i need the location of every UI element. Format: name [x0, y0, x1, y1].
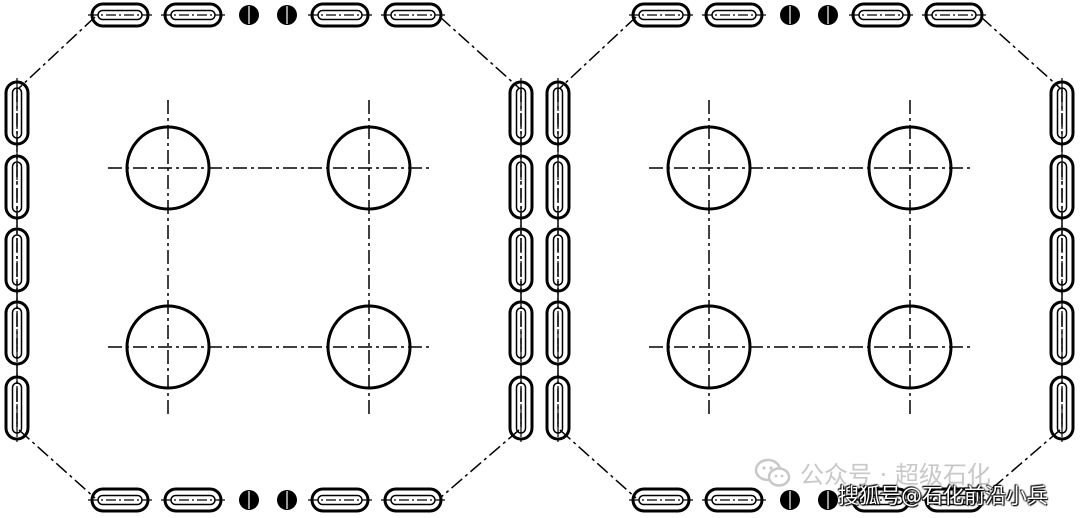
boundary-chamfer	[559, 429, 637, 499]
boundary-chamfer	[18, 16, 96, 89]
right-tube-sheet-layout	[545, 2, 1075, 513]
boundary-chamfer	[439, 429, 520, 499]
boundary-chamfer	[18, 429, 96, 499]
wechat-logo-icon	[754, 458, 791, 487]
boundary-chamfer	[439, 16, 520, 89]
boundary-chamfer	[980, 16, 1061, 89]
wechat-watermark: 公众号 · 超级石化	[754, 455, 991, 490]
tube-hole	[125, 125, 211, 211]
tube-hole	[125, 304, 211, 390]
boundary-chamfer	[980, 429, 1061, 499]
left-tube-sheet-layout	[4, 2, 534, 513]
boundary-chamfer	[559, 16, 637, 89]
sohu-watermark-text: 搜狐号@石化前沿小兵	[838, 484, 1048, 508]
tube-hole	[326, 304, 412, 390]
tube-hole	[666, 125, 752, 211]
wechat-watermark-text: 公众号 · 超级石化	[800, 461, 991, 489]
tube-hole	[666, 304, 752, 390]
tube-hole	[326, 125, 412, 211]
tube-hole	[867, 304, 953, 390]
tube-hole	[867, 125, 953, 211]
